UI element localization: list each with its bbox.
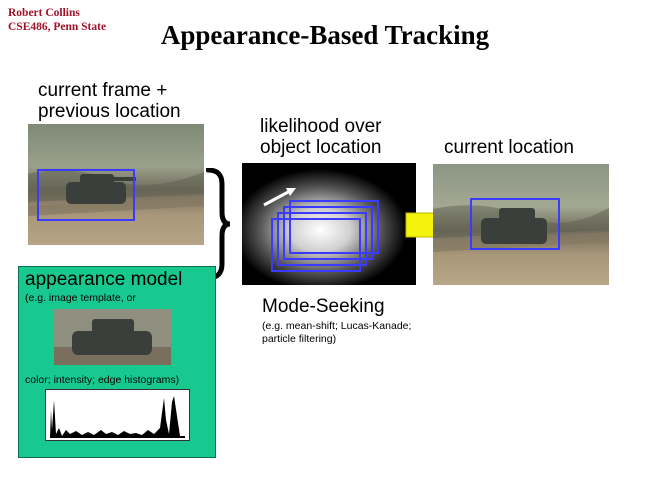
appearance-model-panel: appearance model (e.g. image template, o… bbox=[18, 266, 216, 458]
appearance-model-label: appearance model bbox=[25, 269, 183, 290]
current-frame-label: current frame + previous location bbox=[38, 80, 181, 122]
motion-arrow-icon bbox=[263, 188, 296, 207]
current-frame-label-line2: previous location bbox=[38, 101, 181, 122]
histogram-note: color; intensity; edge histograms) bbox=[25, 374, 180, 386]
mode-seeking-note-line1: (e.g. mean-shift; Lucas-Kanade; bbox=[262, 320, 412, 332]
current-location-label: current location bbox=[444, 137, 574, 158]
likelihood-label: likelihood over object location bbox=[260, 116, 381, 158]
author-block: Robert Collins CSE486, Penn State bbox=[8, 6, 106, 34]
brace-icon bbox=[206, 168, 231, 280]
likelihood-map bbox=[242, 163, 416, 285]
current-frame-image bbox=[28, 124, 204, 245]
mode-seeking-note: (e.g. mean-shift; Lucas-Kanade; particle… bbox=[262, 320, 411, 346]
template-image bbox=[54, 309, 171, 365]
mode-seeking-label: Mode-Seeking bbox=[262, 296, 385, 317]
appearance-model-note: (e.g. image template, or bbox=[25, 292, 136, 304]
current-location-image bbox=[433, 164, 609, 285]
histogram-image bbox=[45, 389, 190, 441]
current-location-box bbox=[470, 198, 560, 250]
author-course: CSE486, Penn State bbox=[8, 21, 107, 33]
likelihood-label-line2: object location bbox=[260, 137, 382, 158]
previous-location-box bbox=[37, 169, 135, 221]
slide-title: Appearance-Based Tracking bbox=[160, 20, 490, 50]
current-frame-label-line1: current frame + bbox=[38, 80, 168, 101]
mode-seeking-note-line2: particle filtering) bbox=[262, 333, 337, 345]
likelihood-label-line1: likelihood over bbox=[260, 116, 382, 137]
author-name: Robert Collins bbox=[8, 7, 80, 19]
